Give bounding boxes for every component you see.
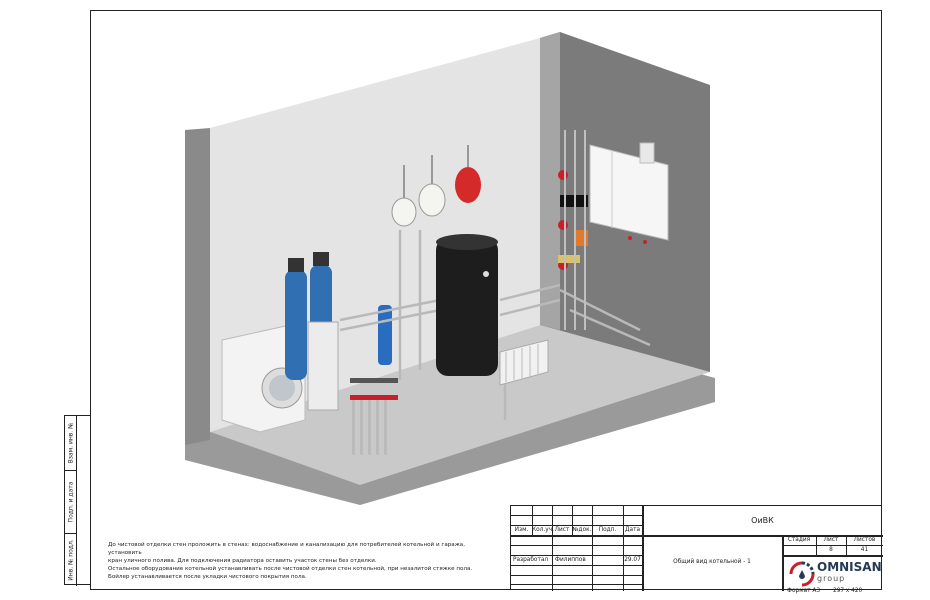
omnisan-logo: OMNISAN group bbox=[789, 559, 883, 589]
drawing-frame bbox=[90, 10, 882, 590]
header-izm: Изм. bbox=[514, 527, 529, 533]
wall-edge bbox=[540, 32, 560, 330]
note-line: кран уличного полива. Для подключения ра… bbox=[108, 558, 377, 564]
developer-date: 29.07 bbox=[624, 557, 641, 563]
note-line: Остальное оборудование котельной устанав… bbox=[108, 566, 473, 572]
omnisan-logo-icon bbox=[789, 561, 815, 587]
wall-boilers bbox=[589, 142, 669, 244]
water-heater-tank bbox=[436, 234, 498, 376]
header-list: Лист bbox=[554, 527, 570, 533]
logo-sub: group bbox=[817, 574, 846, 583]
construction-notes: До чистовой отделки стен проложить в сте… bbox=[108, 541, 498, 581]
developer-name: Филиппов bbox=[555, 557, 586, 563]
header-sign: Подп. bbox=[598, 527, 617, 533]
stamp-cell: Инв. № подл. bbox=[65, 534, 77, 586]
sheet-number: 8 bbox=[829, 547, 833, 553]
stage-label: Стадия bbox=[787, 537, 811, 543]
stamp-cell: Взам. инв. № bbox=[65, 416, 77, 471]
left-wall bbox=[185, 128, 210, 445]
sheet-title: Общий вид котельной - 1 bbox=[673, 559, 751, 565]
note-line: Бойлер устанавливается после укладки чис… bbox=[108, 574, 307, 580]
developer-role: Разработал bbox=[513, 557, 549, 563]
floor bbox=[205, 325, 710, 485]
pipes bbox=[339, 230, 651, 420]
water-filter bbox=[378, 305, 392, 365]
sheets-label: Листов bbox=[853, 537, 876, 543]
logo-name: OMNISAN bbox=[817, 560, 882, 574]
title-block: Изм. Кол.уч. Лист №док. Подп. Дата Разра… bbox=[510, 505, 883, 591]
expansion-tanks bbox=[391, 145, 481, 227]
header-kol: Кол.уч. bbox=[532, 527, 554, 533]
side-stamp: Взам. инв. № Подп. и дата Инв. № подл. bbox=[64, 415, 90, 586]
boiler-piping-group bbox=[558, 130, 588, 330]
project-code: ОиВК bbox=[751, 516, 774, 525]
header-doc: №док. bbox=[572, 527, 592, 533]
sheet-label: Лист bbox=[823, 537, 839, 543]
floor-heating-manifold bbox=[350, 378, 398, 455]
stamp-cell: Подп. и дата bbox=[65, 471, 77, 534]
sheets-total: 41 bbox=[860, 547, 869, 553]
radiator bbox=[499, 339, 549, 386]
header-date: Дата bbox=[624, 527, 640, 533]
water-softener-tanks bbox=[285, 252, 339, 411]
paper-size: 297 x 420 bbox=[833, 588, 863, 594]
note-line: До чистовой отделки стен проложить в сте… bbox=[108, 542, 465, 556]
paper-format: Формат А3 bbox=[787, 588, 821, 594]
